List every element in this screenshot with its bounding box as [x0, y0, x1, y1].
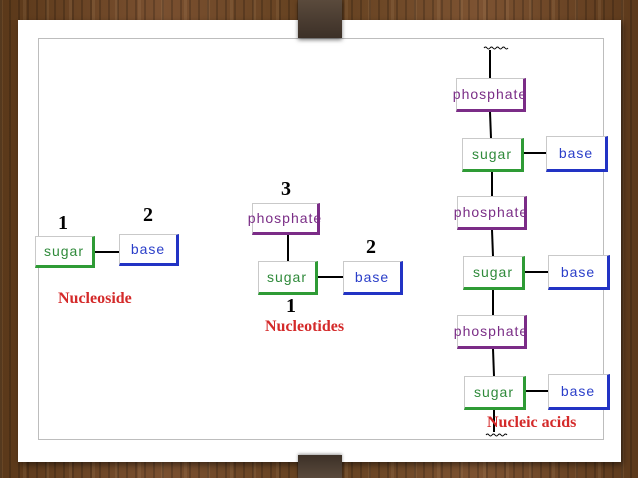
chain-phosphate-box-1: phosphate: [453, 78, 526, 112]
binder-clip-top: [298, 0, 342, 38]
caption-nucleotides: Nucleotides: [265, 318, 345, 335]
nucleoside-number-1: 1: [58, 212, 68, 234]
nucleotide-sugar-box: sugar: [258, 261, 318, 295]
chain-sugar-box-2: sugar: [463, 256, 525, 290]
chain-base-box-1: base: [546, 136, 608, 172]
chain-top-wavy: [483, 46, 509, 50]
backbone-line-2: [489, 111, 492, 139]
caption-nucleic-acids: Nucleic acids: [487, 414, 577, 431]
chain-bottom-wavy: [485, 433, 508, 437]
chain-base-box-2: base: [548, 255, 610, 290]
nucleoside-base-box: base: [119, 234, 179, 266]
nucleotide-number-3: 3: [281, 178, 291, 200]
nucleoside-sugar-box: sugar: [35, 236, 95, 268]
chain-sugar-box-3: sugar: [464, 376, 526, 410]
nucleotide-number-1: 1: [286, 295, 296, 317]
nucleotide-phosphate-box: phosphate: [248, 203, 321, 235]
nucleoside-number-2: 2: [143, 204, 153, 226]
chain-phosphate-box-2: phosphate: [454, 196, 527, 230]
chain-base-box-3: base: [548, 374, 610, 410]
chain-sugar-box-1: sugar: [462, 138, 524, 172]
backbone-line-4: [491, 229, 494, 257]
nucleotide-base-box: base: [343, 261, 403, 295]
binder-clip-bottom: [298, 455, 342, 478]
backbone-line-6: [492, 348, 495, 377]
nucleotide-number-2: 2: [366, 236, 376, 258]
chain-phosphate-box-3: phosphate: [454, 315, 527, 349]
caption-nucleoside: Nucleoside: [58, 290, 132, 307]
